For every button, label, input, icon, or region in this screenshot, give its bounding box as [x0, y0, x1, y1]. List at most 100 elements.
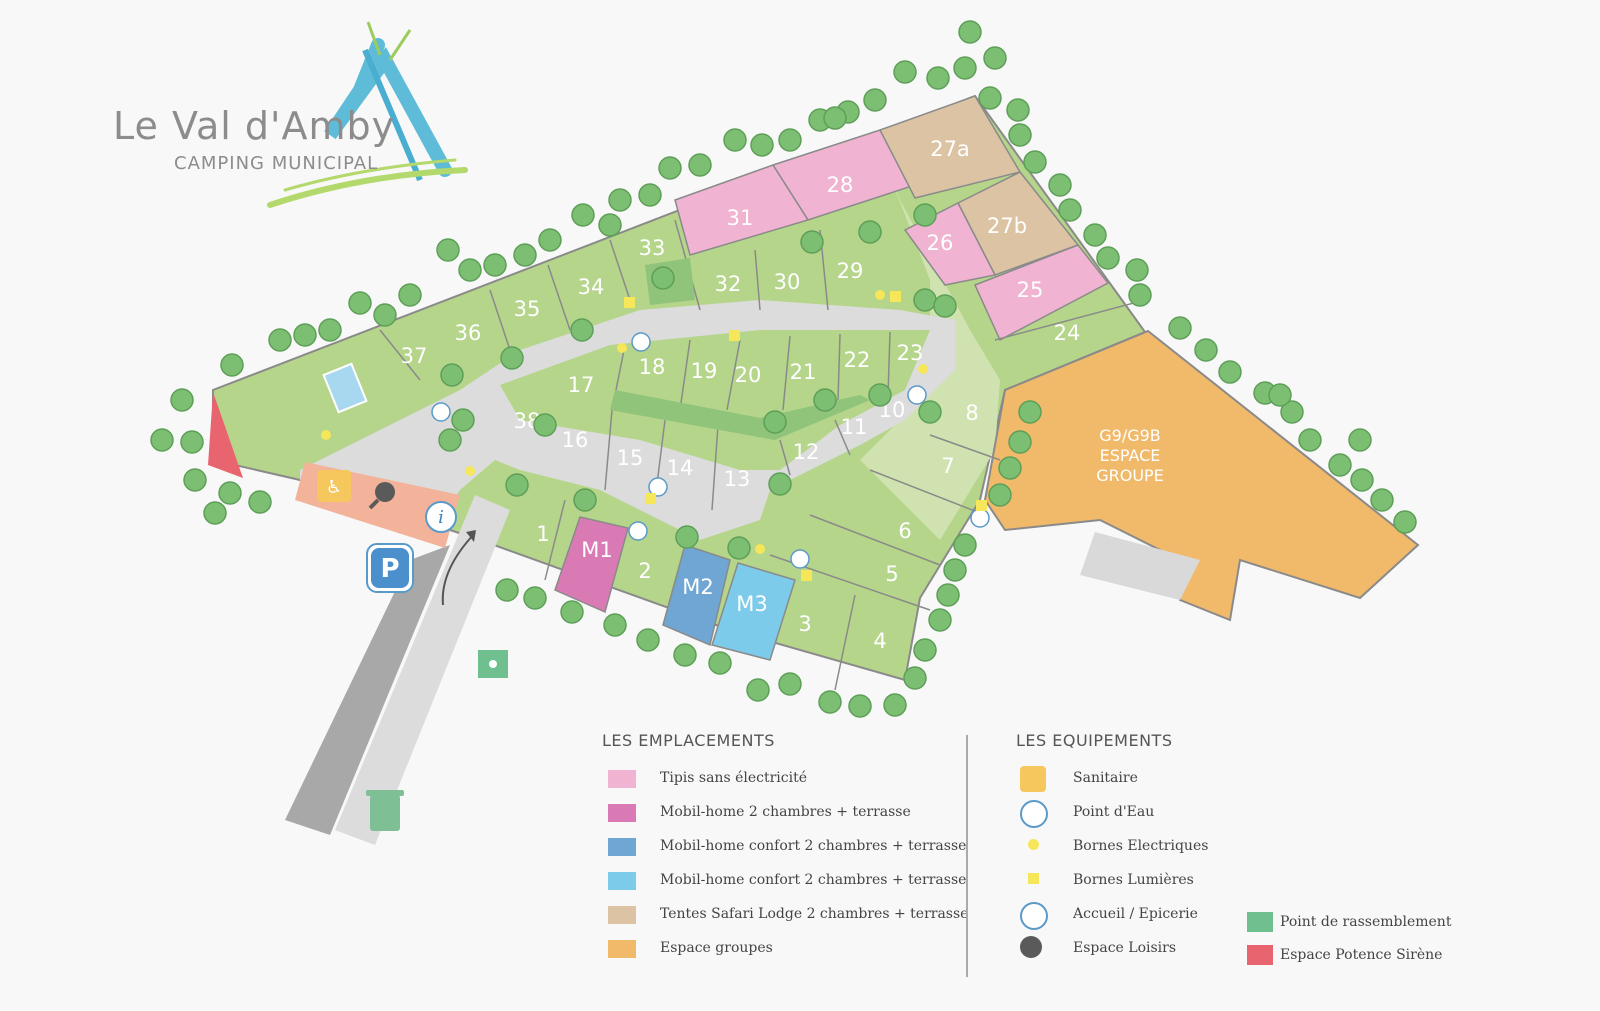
pitch-label: 12 — [793, 440, 820, 464]
tree-icon — [458, 258, 482, 282]
pitch-label: 32 — [715, 272, 742, 296]
tree-icon — [800, 230, 824, 254]
tree-icon — [348, 291, 372, 315]
water-tap-icon[interactable] — [431, 402, 451, 422]
water-tap-icon[interactable] — [631, 332, 651, 352]
entry-road — [335, 495, 510, 845]
water-tap-icon[interactable] — [790, 549, 810, 569]
pitch-label: 4 — [873, 629, 886, 653]
pitch-label: 33 — [639, 236, 666, 260]
entrance-arrow-icon — [441, 532, 476, 606]
pitch-M1[interactable] — [554, 516, 629, 614]
pitches — [554, 95, 1110, 661]
tree-icon — [1008, 430, 1032, 454]
tree-icon — [778, 128, 802, 152]
tree-icon — [513, 243, 537, 267]
tree-icon — [863, 88, 887, 112]
yellow-square-icon — [624, 297, 635, 308]
tree-icon — [918, 400, 942, 424]
tree-icon — [763, 410, 787, 434]
yellow-dot-icon — [875, 290, 885, 300]
pitch-labels: 1 2 3 4 5 6 7 8 10 11 12 13 14 15 16 17 … — [401, 137, 1081, 653]
tree-icon — [658, 156, 682, 180]
assembly-point-icon[interactable] — [478, 650, 508, 678]
tree-icon — [636, 628, 660, 652]
pitch-label: 2 — [638, 559, 651, 583]
legend-equipment-label: Accueil / Epicerie — [1073, 906, 1198, 922]
tree-icon — [1370, 488, 1394, 512]
tree-icon — [495, 578, 519, 602]
brand-title: Le Val d'Amby — [113, 104, 396, 148]
group-area-line: G9/G9B — [1099, 426, 1161, 445]
legend-pitch-label: Tentes Safari Lodge 2 chambres + terrass… — [660, 906, 969, 922]
group-area-pavement — [1080, 532, 1200, 600]
legend-equipment-label: Bornes Electriques — [1073, 838, 1209, 854]
water-tap-icon[interactable] — [970, 508, 990, 528]
yellow-square-icon — [976, 500, 987, 511]
water-tap-icon[interactable] — [628, 521, 648, 541]
water-tap-icon[interactable] — [907, 385, 927, 405]
legend-swatch — [608, 872, 636, 890]
pitch-label: 6 — [898, 519, 911, 543]
pitch-label: 19 — [691, 359, 718, 383]
tree-icon — [983, 46, 1007, 70]
tree-icon — [523, 586, 547, 610]
pool-icon — [322, 362, 368, 414]
group-area-label: G9/G9B ESPACE GROUPE — [1096, 426, 1164, 485]
legend-pitch-label: Mobil-home confort 2 chambres + terrasse — [660, 838, 967, 854]
tree-icon — [560, 600, 584, 624]
tree-icon — [813, 388, 837, 412]
light-bollards — [624, 291, 987, 581]
ping-pong-icon — [1020, 936, 1042, 958]
pitch-label: 37 — [401, 344, 428, 368]
pitch-label: 5 — [885, 562, 898, 586]
pitch-label: 7 — [941, 454, 954, 478]
water-taps — [431, 332, 990, 569]
tree-icon — [913, 203, 937, 227]
tree-icon — [953, 533, 977, 557]
parking-icon[interactable]: P — [366, 543, 414, 593]
yellow-dot-icon — [321, 430, 331, 440]
tree-icon — [1218, 360, 1242, 384]
pitch-label: 8 — [965, 401, 978, 425]
tree-icon — [318, 318, 342, 342]
tree-icon — [1023, 150, 1047, 174]
tree-icon — [848, 694, 872, 718]
pitch-label: 31 — [727, 206, 754, 230]
ping-pong-handle — [368, 498, 380, 510]
toilet-icon[interactable] — [317, 470, 351, 502]
tree-icon — [943, 558, 967, 582]
tree-icon — [603, 613, 627, 637]
tree-icon — [1348, 428, 1372, 452]
entry-road-dark — [285, 545, 450, 835]
legend-extra-label: Point de rassemblement — [1280, 914, 1452, 930]
yellow-dot-icon — [617, 343, 627, 353]
tree-icon — [183, 468, 207, 492]
pitch-M3[interactable] — [711, 562, 796, 661]
tree-icon — [883, 693, 907, 717]
pitch-label: M3 — [736, 592, 767, 616]
tree-icon — [1350, 468, 1374, 492]
pitch-label: 36 — [455, 321, 482, 345]
info-icon[interactable]: i — [425, 501, 457, 533]
tree-icon — [203, 501, 227, 525]
tree-icon — [438, 428, 462, 452]
pitch-label: 14 — [667, 456, 694, 480]
tree-icon — [651, 266, 675, 290]
pitch-label: 1 — [536, 522, 549, 546]
ping-pong-icon[interactable] — [375, 482, 395, 502]
water-tap-icon — [1020, 800, 1048, 828]
water-tap-icon[interactable] — [648, 477, 668, 497]
tree-icon — [533, 413, 557, 437]
tree-icon — [440, 363, 464, 387]
legend-swatch — [608, 940, 636, 958]
legend-pitch-label: Espace groupes — [660, 940, 773, 956]
legend-equipment-label: Sanitaire — [1073, 770, 1138, 786]
pitch-31[interactable] — [674, 164, 810, 256]
recycle-bin-icon[interactable] — [366, 790, 404, 831]
yellow-square-icon — [801, 570, 812, 581]
pitch-25[interactable] — [973, 244, 1110, 342]
yellow-square-icon — [1028, 873, 1039, 884]
tree-icon — [818, 690, 842, 714]
pitch-M2[interactable] — [662, 544, 731, 647]
